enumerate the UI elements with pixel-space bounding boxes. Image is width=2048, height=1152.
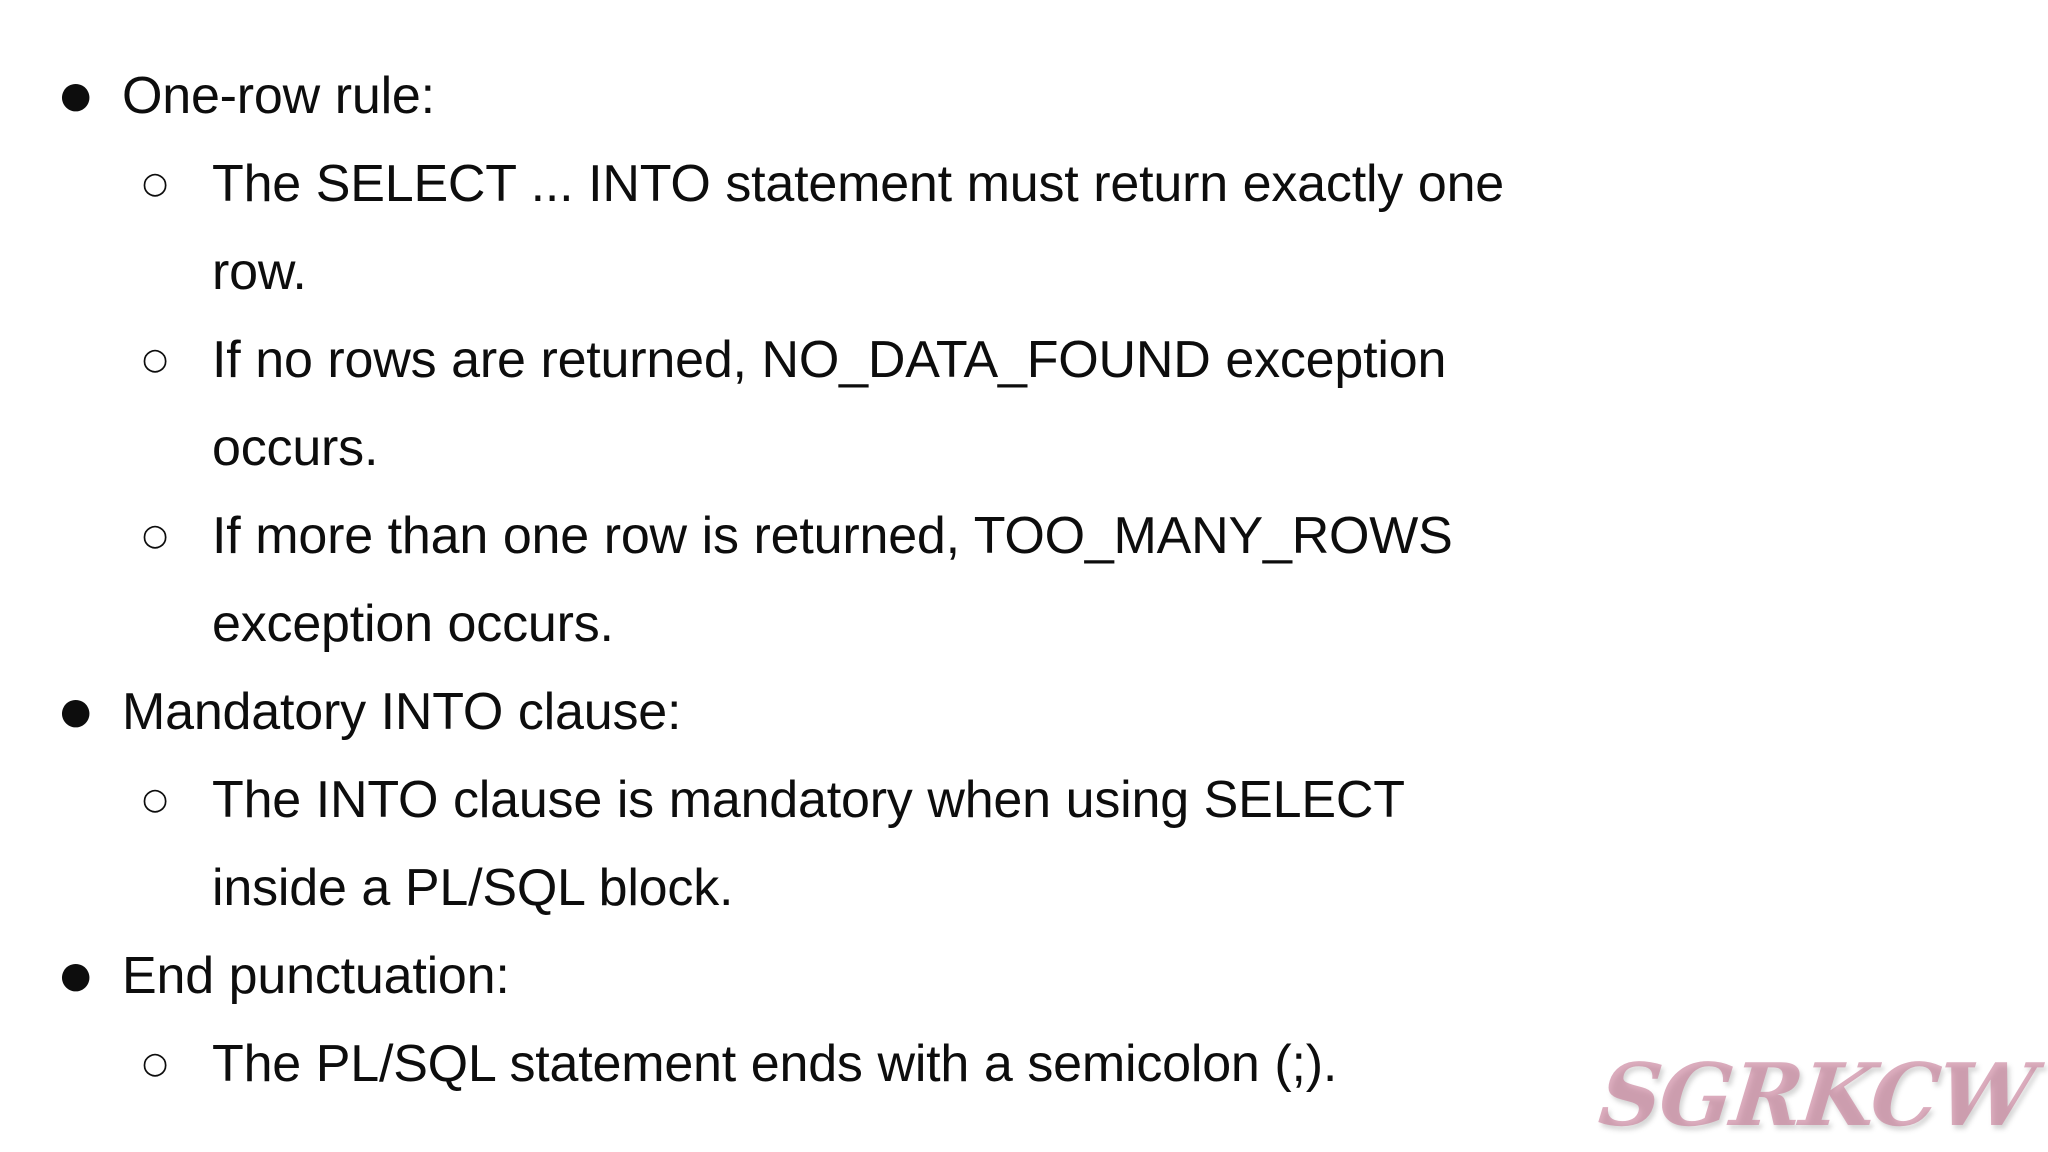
circle-bullet-icon: ○ <box>142 342 169 377</box>
list-item-text: If more than one row is returned, TOO_MA… <box>212 507 1453 653</box>
list-item: ○ The SELECT ... INTO statement must retu… <box>0 140 2048 316</box>
list-item-text: One-row rule: <box>122 67 435 125</box>
list-item: ● One-row rule: <box>0 52 2048 140</box>
list-item-text: Mandatory INTO clause: <box>122 683 682 741</box>
circle-bullet-icon: ○ <box>142 1046 169 1081</box>
circle-bullet-icon: ○ <box>142 518 169 553</box>
list-item-text: End punctuation: <box>122 947 510 1005</box>
disc-bullet-icon: ● <box>60 955 92 996</box>
list-item: ● Mandatory INTO clause: <box>0 668 2048 756</box>
list-item-text: The INTO clause is mandatory when using … <box>212 771 1404 917</box>
list-item: ● End punctuation: <box>0 932 2048 1020</box>
bullet-list: ● One-row rule: ○ The SELECT ... INTO state… <box>0 52 2048 1108</box>
list-item: ○ The INTO clause is mandatory when using… <box>0 756 2048 932</box>
list-item-text: The SELECT ... INTO statement must retur… <box>212 155 1505 301</box>
disc-bullet-icon: ● <box>60 75 92 116</box>
list-item: ○ If no rows are returned, NO_DATA_FOUND … <box>0 316 2048 492</box>
circle-bullet-icon: ○ <box>142 782 169 817</box>
disc-bullet-icon: ● <box>60 691 92 732</box>
list-item-text: If no rows are returned, NO_DATA_FOUND e… <box>212 331 1447 477</box>
list-item-text: The PL/SQL statement ends with a semicol… <box>212 1035 1338 1093</box>
list-item: ○ If more than one row is returned, TOO_M… <box>0 492 2048 668</box>
circle-bullet-icon: ○ <box>142 166 169 201</box>
list-item: ○ The PL/SQL statement ends with a semico… <box>0 1020 2048 1108</box>
